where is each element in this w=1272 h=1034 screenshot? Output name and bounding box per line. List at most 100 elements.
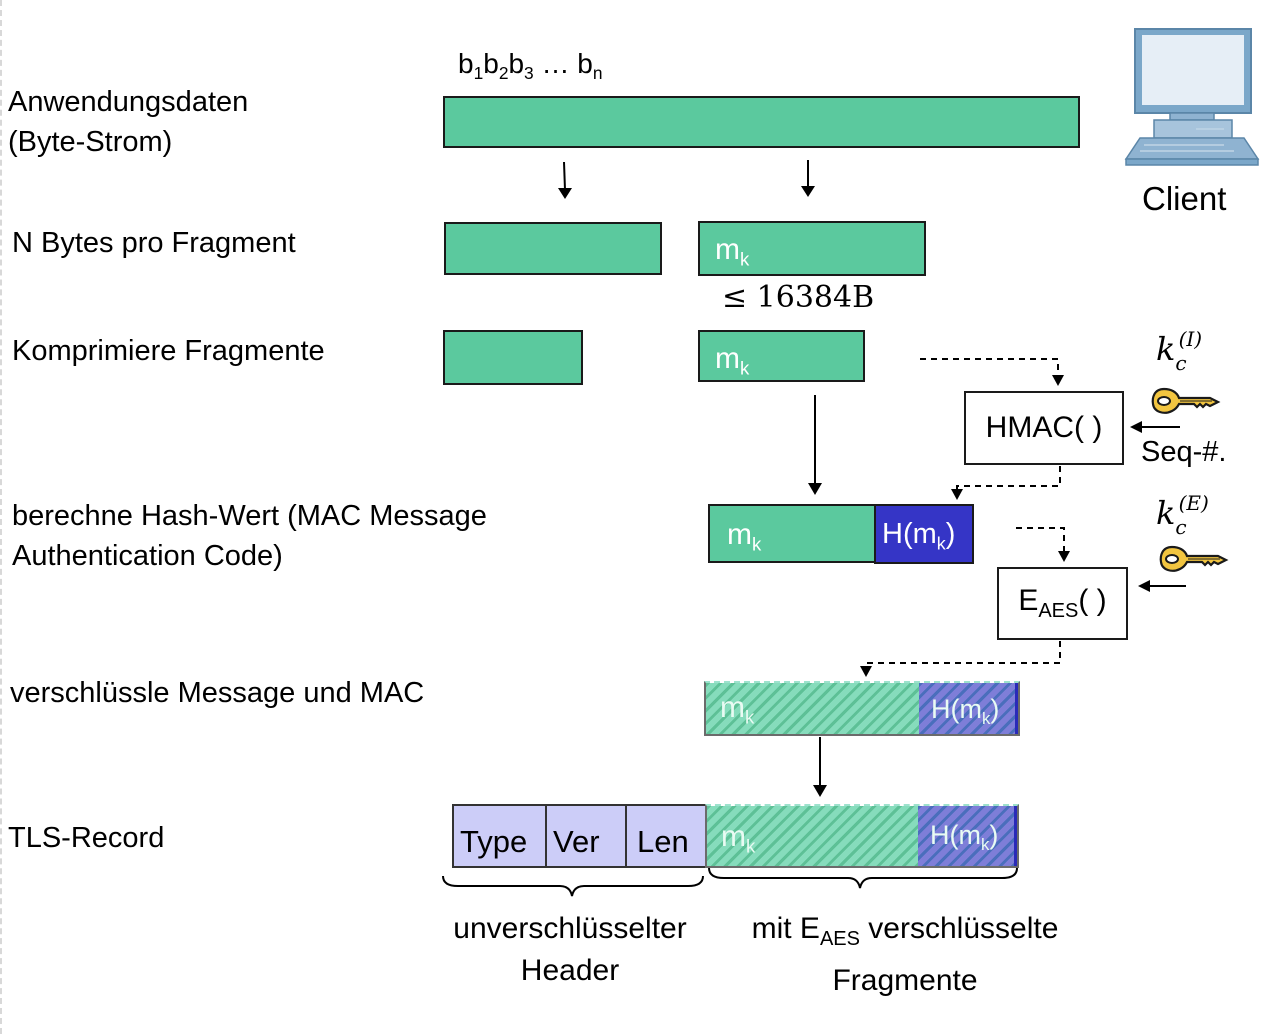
record-mac-label: H(mk) [930,820,998,855]
byte-index: 3 [524,63,534,84]
k-index: k [740,248,750,270]
record-payload: mk H(mk) [705,804,1019,868]
caption-suffix: verschlüsselte [859,912,1059,945]
hash-row-mk-block: mk [708,504,878,563]
hash-row-mk-label: mk [727,520,761,554]
record-header-type: Type [454,806,547,866]
byte-stream-bar [443,96,1080,148]
compressed-mk-block: mk [698,330,865,382]
step-label-encrypt: verschlüssle Message und MAC [10,677,425,709]
step-label-line: berechne Hash-Wert (MAC Message [12,500,487,532]
client-label: Client [1142,180,1227,217]
step-label-record: TLS-Record [8,822,165,854]
hmac-label: HMAC( ) [985,411,1103,444]
fragment-mk-label: mk [715,235,749,269]
record-mk-segment: mk [707,806,918,866]
caption-line: Fragmente [832,964,978,997]
step-label-fragment: N Bytes pro Fragment [12,227,296,259]
record-header-ver: Ver [547,806,627,866]
m-symbol: m [727,518,752,551]
byte-stream-label: b1b2b3 … bn [458,48,603,84]
m-symbol: m [715,233,740,266]
aes-function-box: EAES( ) [997,567,1128,640]
step-label-compress: Komprimiere Fragmente [12,335,325,367]
ellipsis: … [533,48,578,79]
encrypted-row: mk H(mk) [704,681,1020,736]
sequence-number-label: Seq-#. [1141,436,1227,468]
key-sup: (I) [1178,327,1203,351]
byte-symbol: b [508,48,525,79]
arrow-aes-to-encrypted [860,641,1061,677]
brace-fragments [708,867,1018,889]
key-sub: c [1175,515,1187,539]
arrow-hmac-to-mac [951,466,1061,500]
record-mac-segment: H(mk) [918,806,1017,866]
arrow-compressed-to-hash-row [808,395,822,495]
fragment-caption: mit EAES verschlüsselte Fragmente [730,908,1080,1002]
fragment-block [444,222,662,275]
mac-close: ) [990,694,1000,724]
computer-icon [1124,28,1260,166]
aes-paren: ( ) [1078,584,1107,617]
hash-row-mac-block: H(mk) [874,504,974,564]
m-symbol: m [720,691,745,724]
arrow-stream-to-fragment-left [558,161,572,199]
k-index: k [752,533,762,555]
m-symbol: m [721,820,746,853]
hmac-function-box: HMAC( ) [964,391,1124,465]
record-mk-label: mk [721,820,755,858]
mac-label: H(mk) [882,518,956,554]
k-index: k [936,533,946,554]
fragment-mk-block: mk [698,221,926,276]
caption-sub: AES [819,928,860,950]
byte-symbol: b [458,48,474,79]
k-index: k [980,834,990,854]
aes-label: EAES( ) [1018,584,1106,623]
arrow-key-to-aes [1138,580,1186,592]
step-label-line: Anwendungsdaten [8,86,249,118]
integrity-key-icon [1151,387,1221,414]
arrow-seq-to-hmac [1130,421,1180,433]
k-index: k [740,357,750,379]
step-label-app-data: Anwendungsdaten (Byte-Strom) [8,82,248,162]
encrypted-mac-segment: H(mk) [919,683,1018,734]
k-index: k [746,835,756,857]
brace-header [442,875,704,897]
byte-symbol: b [577,48,593,79]
arrow-stream-to-fragment-right [801,160,815,197]
key-sup: (E) [1178,491,1209,515]
fragment-size-limit: ≤ 16384B [722,280,875,315]
encrypted-mk-segment: mk [706,683,919,734]
byte-index: n [592,63,603,84]
arrow-encrypted-to-record [813,737,827,797]
byte-index: 2 [498,63,509,84]
key-sub: c [1175,351,1187,375]
caption-line: unverschlüsselter [453,912,687,945]
key-symbol: k [1156,494,1176,532]
byte-symbol: b [483,48,499,79]
arrow-compressed-to-hmac [920,358,1064,386]
encryption-key-label: kc(E) [1156,491,1217,539]
k-index: k [745,706,755,728]
mac-open: H(m [930,820,981,850]
mac-close: ) [945,518,956,550]
record-header: Type Ver Len [452,804,707,868]
mac-open: H(m [882,518,937,550]
mac-open: H(m [931,694,982,724]
header-caption: unverschlüsselter Header [430,908,710,992]
k-index: k [981,708,991,728]
encryption-key-icon [1159,545,1229,572]
step-label-hash: berechne Hash-Wert (MAC Message Authenti… [12,496,487,576]
step-label-line: Authentication Code) [12,540,283,572]
caption-line: Header [520,954,620,987]
caption-prefix: mit E [751,912,820,945]
caption-line: mit EAES verschlüsselte [730,908,1080,960]
step-label-line: (Byte-Strom) [8,126,173,158]
aes-sub: AES [1038,600,1079,622]
page-left-border [0,0,2,1034]
aes-e: E [1018,584,1039,617]
encrypted-mac-label: H(mk) [931,694,999,729]
key-symbol: k [1156,330,1176,368]
byte-index: 1 [473,63,484,84]
arrow-hash-to-aes [1016,527,1070,562]
